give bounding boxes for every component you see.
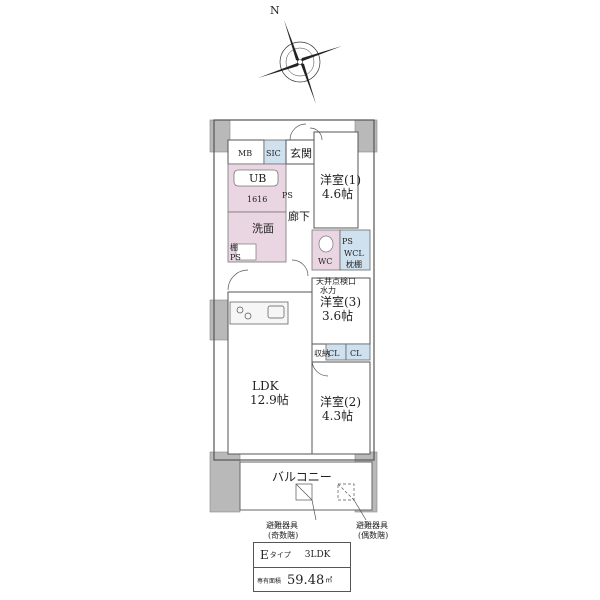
- bedroom2-label: 洋室(2): [320, 394, 361, 409]
- wcl-sub-label: 枕棚: [346, 259, 362, 269]
- unit-info-box: E タイプ 3LDK 専有面積 59.48 ㎡: [253, 542, 351, 592]
- compass-rose-icon: [258, 20, 342, 104]
- escape-odd-label: 避難器具: [266, 520, 298, 530]
- unit-type-suffix: タイプ: [269, 551, 291, 559]
- escape-even-sub-label: (偶数階): [358, 530, 388, 540]
- bedroom3-label: 洋室(3): [320, 294, 361, 309]
- ldk-label: LDK: [252, 379, 280, 393]
- escape-even-label: 避難器具: [356, 520, 388, 530]
- wcl-label: WCL: [344, 249, 364, 258]
- bathtub-icon: [233, 169, 279, 187]
- wcl-room: [339, 229, 371, 271]
- ps2-label: PS: [230, 253, 241, 262]
- balcony-area: [239, 461, 373, 511]
- ub-size-label: 1616: [247, 195, 267, 204]
- bedroom3-size-label: 3.6帖: [322, 308, 353, 323]
- bedroom1-label: 洋室(1): [320, 172, 361, 187]
- stove-burner-icon: [244, 312, 252, 320]
- unit-type-letter: E: [260, 548, 269, 562]
- ldk-size-label: 12.9帖: [250, 392, 289, 407]
- north-label: N: [270, 4, 280, 17]
- wc-label: WC: [318, 257, 332, 266]
- entrance-area: [285, 139, 315, 165]
- mb-label: MB: [238, 149, 252, 158]
- toilet-icon: [318, 235, 334, 253]
- ps3-label: PS: [342, 237, 353, 246]
- area-value: 59.48: [287, 572, 325, 588]
- escape-odd-sub-label: (奇数階): [268, 530, 298, 540]
- cl2-label: CL: [350, 349, 362, 358]
- bedroom1-size-label: 4.6帖: [322, 186, 353, 201]
- ps1-label: PS: [282, 191, 293, 200]
- sic-label: SIC: [266, 149, 281, 158]
- unit-area-row: 専有面積 59.48 ㎡: [254, 567, 350, 592]
- bedroom2-room: [311, 361, 371, 455]
- attic-hatch-sub-label: 水力: [320, 285, 336, 295]
- unit-plan: 3LDK: [304, 550, 331, 560]
- bedroom1-room: [313, 131, 359, 229]
- balcony-label: バルコニー: [272, 470, 332, 484]
- cl2-room: [345, 343, 371, 361]
- stove-burner-icon: [236, 306, 244, 314]
- sink-icon: [267, 305, 285, 319]
- bedroom2-size-label: 4.3帖: [322, 408, 353, 423]
- attic-hatch-label: 天井点検口: [316, 276, 356, 286]
- hallway-label: 廊下: [288, 209, 310, 223]
- ub-label: UB: [249, 172, 266, 185]
- kitchen-counter: [229, 301, 289, 325]
- entrance-label: 玄関: [290, 146, 312, 160]
- area-label: 専有面積: [257, 577, 282, 585]
- washing-machine-icon: [235, 243, 257, 261]
- washroom-label: 洗面: [252, 222, 274, 235]
- storage-label: 収納: [314, 348, 330, 358]
- bedroom3-room: [311, 277, 371, 345]
- escape-hatch-odd-icon: [295, 483, 313, 501]
- escape-hatch-even-icon: [337, 483, 355, 501]
- unit-type-row: E タイプ 3LDK: [254, 543, 350, 567]
- area-unit: ㎡: [325, 576, 333, 584]
- shelf-label: 棚: [230, 242, 238, 252]
- cl1-label: CL: [328, 349, 340, 358]
